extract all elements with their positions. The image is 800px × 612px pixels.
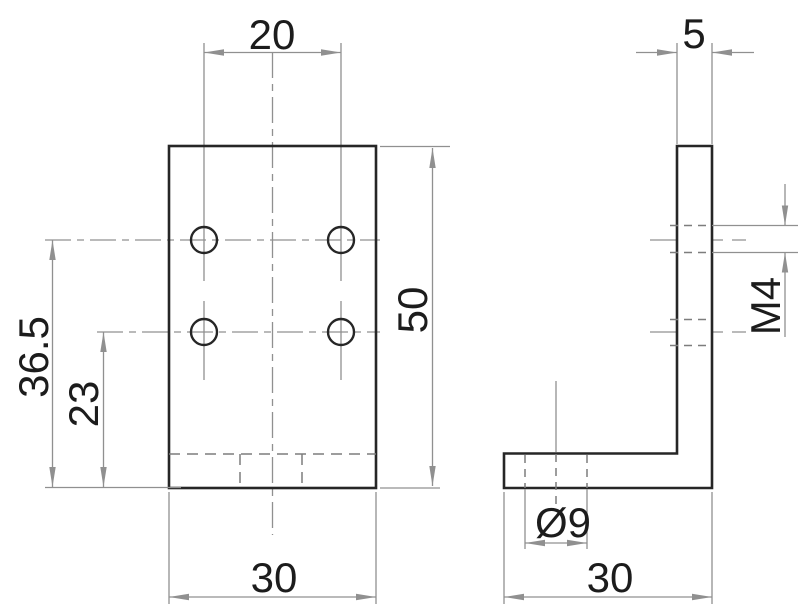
- dim-plate-width: 30: [168, 492, 377, 604]
- dim-hole-spacing-value: 20: [249, 11, 296, 58]
- dim-wall-arrow-right: [712, 49, 732, 56]
- dim-m4-arrow-top: [781, 205, 789, 226]
- dim-thread-value: M4: [742, 277, 789, 335]
- dim-365-arrow-top: [49, 240, 56, 260]
- hole-upper-right: [326, 225, 356, 255]
- dim-height-arrow-bottom: [429, 466, 436, 486]
- front-view: [45, 43, 380, 535]
- hole-upper-left: [189, 225, 219, 255]
- dim-plate-width-value: 30: [251, 554, 298, 601]
- dim-wall-thickness-value: 5: [682, 10, 705, 57]
- dim-thread: M4: [712, 184, 798, 337]
- dim-base-depth-value: 30: [587, 554, 634, 601]
- dim-plate-height: 50: [380, 145, 450, 489]
- dim-o9-arrow-right: [567, 539, 587, 547]
- dim-base-hole-value: Ø9: [535, 499, 591, 546]
- dim-base-hole: Ø9: [524, 489, 591, 549]
- dim-30f-arrow-right: [356, 593, 376, 601]
- dim-o9-arrow-left: [525, 539, 545, 547]
- dim-lower-hole-height: 23: [60, 332, 107, 487]
- dim-365-arrow-bottom: [49, 467, 56, 487]
- side-l-profile-outline: [502, 144, 714, 490]
- dim-hole-spacing-arrow-left: [204, 49, 224, 56]
- dim-hole-spacing-arrow-right: [321, 49, 341, 56]
- front-plate-outline: [167, 144, 378, 490]
- dim-height-arrow-top: [429, 148, 436, 168]
- dim-30s-arrow-left: [504, 593, 524, 601]
- dim-23-arrow-top: [100, 332, 107, 352]
- dim-wall-thickness: 5: [636, 10, 754, 144]
- hole-lower-right: [326, 317, 356, 347]
- dim-m4-arrow-bottom: [781, 252, 789, 273]
- dim-30s-arrow-right: [692, 593, 712, 601]
- dim-base-depth: 30: [503, 492, 713, 604]
- dim-30f-arrow-left: [169, 593, 189, 601]
- dim-wall-arrow-left: [657, 49, 677, 56]
- side-view: [502, 144, 748, 506]
- dim-lower-hole-height-value: 23: [60, 381, 107, 428]
- dim-upper-hole-height-value: 36.5: [10, 316, 57, 398]
- hole-lower-left: [189, 317, 219, 347]
- dim-hole-spacing: 20: [204, 11, 341, 58]
- dim-upper-hole-height: 36.5: [10, 240, 181, 489]
- dim-23-arrow-bottom: [100, 467, 107, 487]
- dim-plate-height-value: 50: [389, 287, 436, 334]
